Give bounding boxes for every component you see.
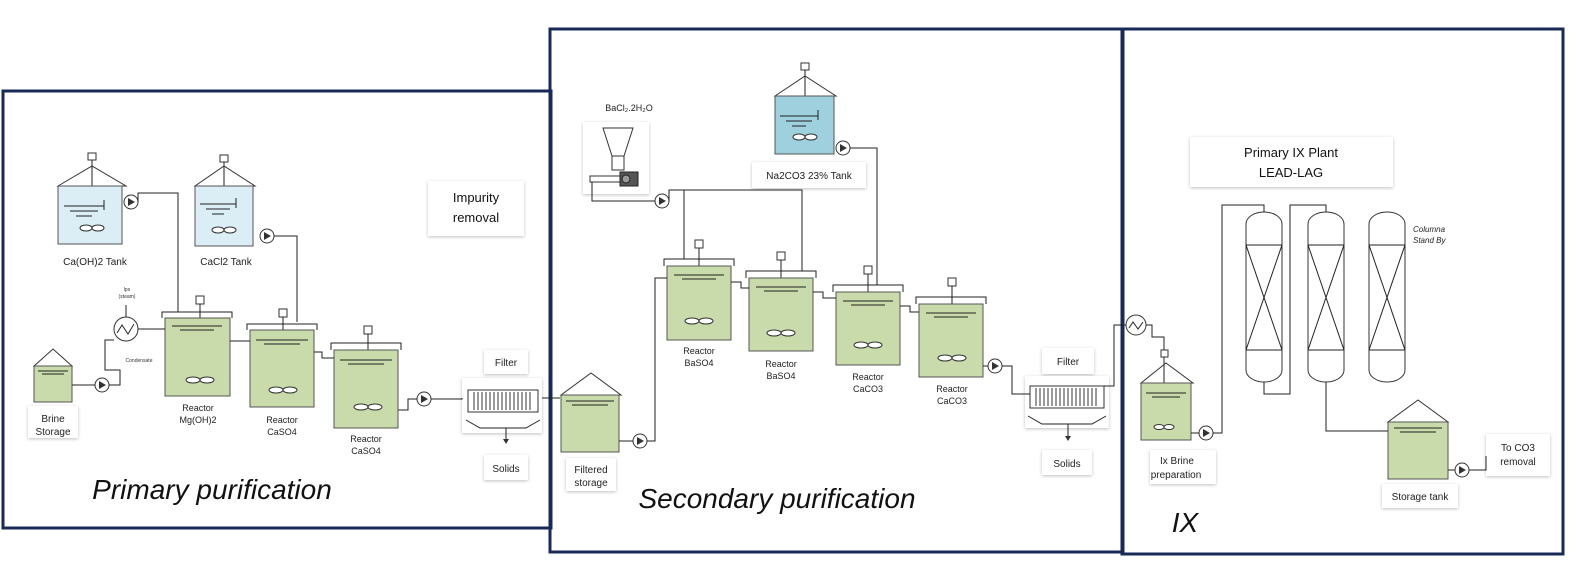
reactor-baso4-a-label-1: Reactor (683, 346, 715, 356)
storage-tank-box (1382, 484, 1458, 508)
reactor-caso4-b (330, 325, 402, 429)
caoh2-tank-label: Ca(OH)2 Tank (63, 257, 128, 268)
ix-plant-label-1: Primary IX Plant (1244, 145, 1338, 160)
brine-storage-box (28, 406, 78, 438)
filtered-storage-label-1: Filtered (574, 465, 607, 476)
brine-storage-tank (32, 348, 74, 403)
caoh2-tank (56, 152, 128, 245)
reactor-baso4-b-label-2: BaSO4 (766, 371, 795, 381)
solids-primary-label: Solids (492, 464, 519, 475)
brine-storage-label-2: Storage (35, 427, 70, 438)
filtered-storage-box (566, 458, 616, 491)
heat-exchanger-primary (113, 316, 139, 342)
reactor-caso4-a-label-2: CaSO4 (267, 427, 297, 437)
reactor-mgoh2-label-1: Reactor (182, 403, 214, 413)
filter-press-secondary (1025, 376, 1109, 441)
solids-secondary-box (1042, 450, 1092, 475)
filtered-storage-tank (559, 372, 623, 453)
cacl2-tank (193, 154, 257, 247)
pump-caco3 (987, 358, 1003, 374)
standby-label-2: Stand By (1413, 236, 1446, 245)
reactor-mgoh2 (161, 295, 233, 397)
pump-caso4 (416, 391, 432, 407)
reactor-caso4-a (246, 308, 318, 408)
reactor-baso4-a (663, 239, 735, 341)
reactor-caso4-b-label-2: CaSO4 (351, 446, 381, 456)
bacl2-label: BaCl₂.2H₂O (605, 103, 653, 113)
impurity-removal-label-1: Impurity (453, 190, 500, 205)
pump-ix-brine (1198, 425, 1214, 441)
heat-exchanger-ix (1125, 314, 1147, 336)
reactor-caco3-a-label-1: Reactor (852, 372, 884, 382)
secondary-piping (591, 147, 1128, 442)
ix-brine-preparation-box (1150, 450, 1216, 484)
pump-na2co3 (835, 140, 851, 156)
to-co3-box (1486, 434, 1550, 476)
pump-filtered (632, 433, 648, 449)
impurity-removal-box (428, 181, 524, 236)
pump-cacl2 (259, 228, 275, 244)
reactor-caco3-a-label-2: CaCO3 (853, 384, 883, 394)
ix-brine-preparation-label-1: Ix Brine (1160, 456, 1194, 467)
reactor-caco3-b-label-2: CaCO3 (937, 396, 967, 406)
primary-piping (72, 192, 560, 411)
condensate-label: Condensate (126, 358, 153, 364)
pump-storage (1454, 462, 1470, 478)
steam-label-1: lps (124, 287, 131, 293)
reactor-caco3-b (915, 277, 987, 378)
steam-label-2: (steam) (119, 294, 136, 300)
reactor-baso4-b (745, 251, 817, 352)
reactor-caso4-b-label-1: Reactor (350, 434, 382, 444)
ix-column-standby (1368, 211, 1406, 383)
pump-bacl2 (654, 193, 670, 209)
primary-purification-frame (1, 89, 553, 530)
reactor-caco3-b-label-1: Reactor (936, 384, 968, 394)
ix-storage-tank (1386, 399, 1450, 480)
to-co3-label-1: To CO3 (1501, 443, 1535, 454)
filter-primary-label: Filter (495, 358, 518, 369)
na2co3-tank-label: Na2CO3 23% Tank (766, 171, 852, 182)
ix-brine-preparation-tank (1139, 349, 1195, 441)
ix-title: IX (1172, 507, 1200, 538)
ix-piping (1146, 204, 1487, 471)
bacl2-feeder (583, 122, 649, 194)
ix-column-1 (1245, 211, 1283, 383)
filtered-storage-label-2: storage (574, 478, 608, 489)
storage-tank-label: Storage tank (1392, 492, 1450, 503)
cacl2-tank-label: CaCl2 Tank (200, 257, 253, 268)
brine-storage-label-1: Brine (41, 414, 65, 425)
standby-label-1: Columna (1413, 225, 1446, 234)
primary-purification-title: Primary purification (92, 474, 332, 505)
reactor-caso4-a-label-1: Reactor (266, 415, 298, 425)
filter-secondary-box (1042, 348, 1094, 374)
ix-plant-box (1190, 137, 1393, 187)
ix-frame (1120, 27, 1565, 556)
ix-brine-preparation-label-2: preparation (1151, 470, 1202, 481)
ix-column-2 (1307, 211, 1345, 383)
solids-secondary-label: Solids (1053, 459, 1080, 470)
reactor-mgoh2-label-2: Mg(OH)2 (179, 415, 216, 425)
reactor-baso4-a-label-2: BaSO4 (684, 358, 713, 368)
filter-secondary-label: Filter (1057, 357, 1080, 368)
na2co3-tank-box (752, 162, 866, 188)
pump-brine (94, 377, 110, 393)
ix-plant-label-2: LEAD-LAG (1259, 165, 1323, 180)
secondary-purification-title: Secondary purification (638, 483, 915, 514)
reactor-baso4-b-label-1: Reactor (765, 359, 797, 369)
impurity-removal-label-2: removal (453, 210, 499, 225)
solids-primary-box (484, 455, 528, 480)
filter-primary-box (484, 350, 528, 374)
filter-press-primary (462, 378, 542, 444)
na2co3-tank (773, 62, 838, 155)
pump-caoh2 (123, 194, 139, 210)
to-co3-label-2: removal (1500, 457, 1536, 468)
reactor-caco3-a (832, 265, 904, 366)
